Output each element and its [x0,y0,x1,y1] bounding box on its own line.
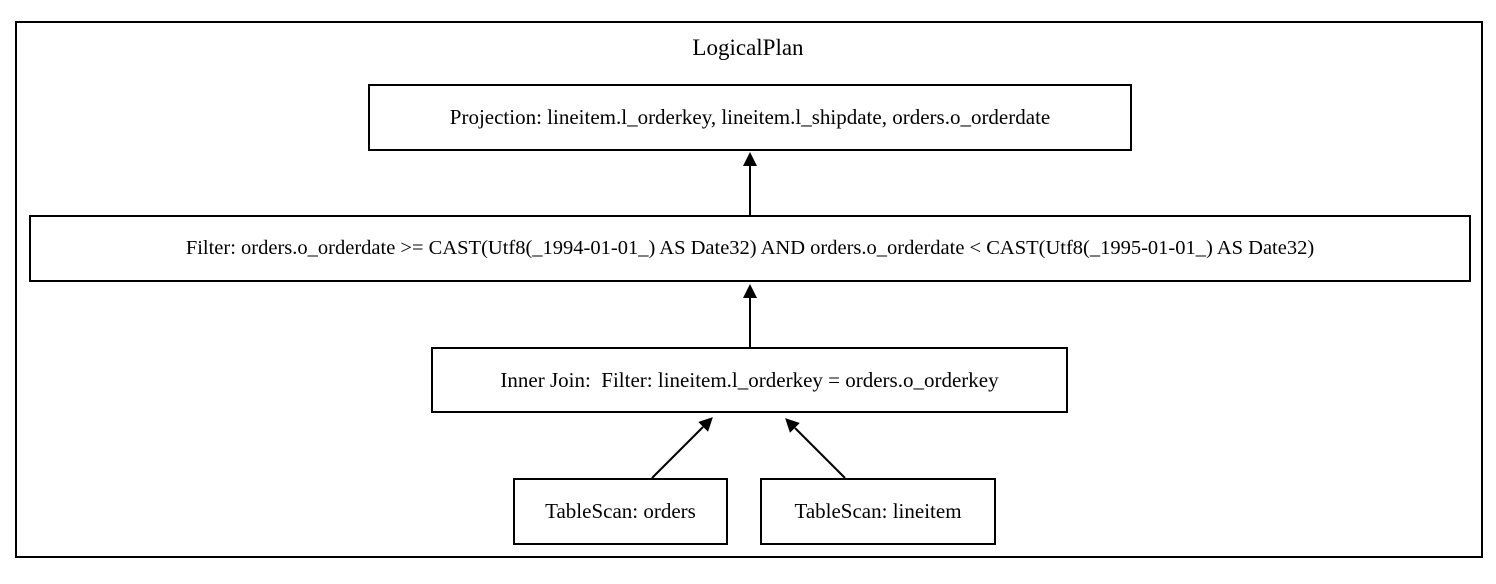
projection-node: Projection: lineitem.l_orderkey, lineite… [368,84,1132,151]
logical-plan-cluster [15,21,1483,558]
tablescan-lineitem-node: TableScan: lineitem [760,478,996,545]
inner-join-node: Inner Join: Filter: lineitem.l_orderkey … [431,347,1068,413]
tablescan-orders-node: TableScan: orders [513,478,728,545]
cluster-title: LogicalPlan [692,35,804,60]
filter-node: Filter: orders.o_orderdate >= CAST(Utf8(… [29,215,1471,282]
